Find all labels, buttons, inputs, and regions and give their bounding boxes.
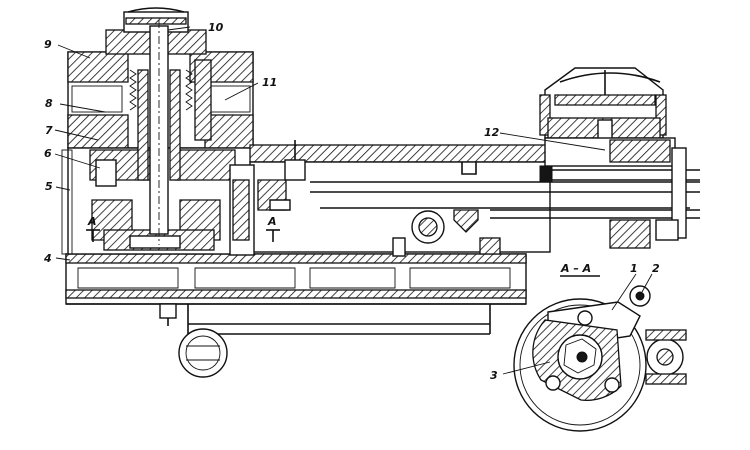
lower-housing — [61, 147, 254, 255]
label-6: 6 — [44, 147, 52, 160]
label-3: 3 — [490, 369, 498, 382]
roller-wheel — [178, 328, 228, 378]
section-marks: A – A A A — [86, 215, 591, 275]
label-8: 8 — [45, 97, 53, 110]
arm-gear — [392, 209, 501, 257]
lower-frame — [159, 303, 491, 340]
callout-labels: 10 9 11 8 7 6 5 4 12 1 2 3 — [43, 21, 660, 382]
arm-beam — [229, 140, 700, 256]
label-7: 7 — [45, 124, 53, 137]
label-5: 5 — [45, 180, 53, 193]
label-4: 4 — [43, 252, 52, 265]
section-view-a-a — [513, 275, 687, 432]
leader-lines — [54, 26, 653, 375]
section-mark-left: A — [87, 215, 97, 228]
label-1: 1 — [630, 262, 638, 275]
right-head — [539, 67, 687, 249]
section-title: A – A — [560, 262, 591, 275]
label-2: 2 — [652, 262, 660, 275]
central-spindle — [129, 20, 212, 245]
label-11: 11 — [262, 76, 277, 89]
label-9: 9 — [44, 38, 52, 51]
base-plate — [65, 253, 527, 305]
label-12: 12 — [484, 126, 500, 139]
label-10: 10 — [208, 21, 224, 34]
section-mark-right: A — [267, 215, 277, 228]
